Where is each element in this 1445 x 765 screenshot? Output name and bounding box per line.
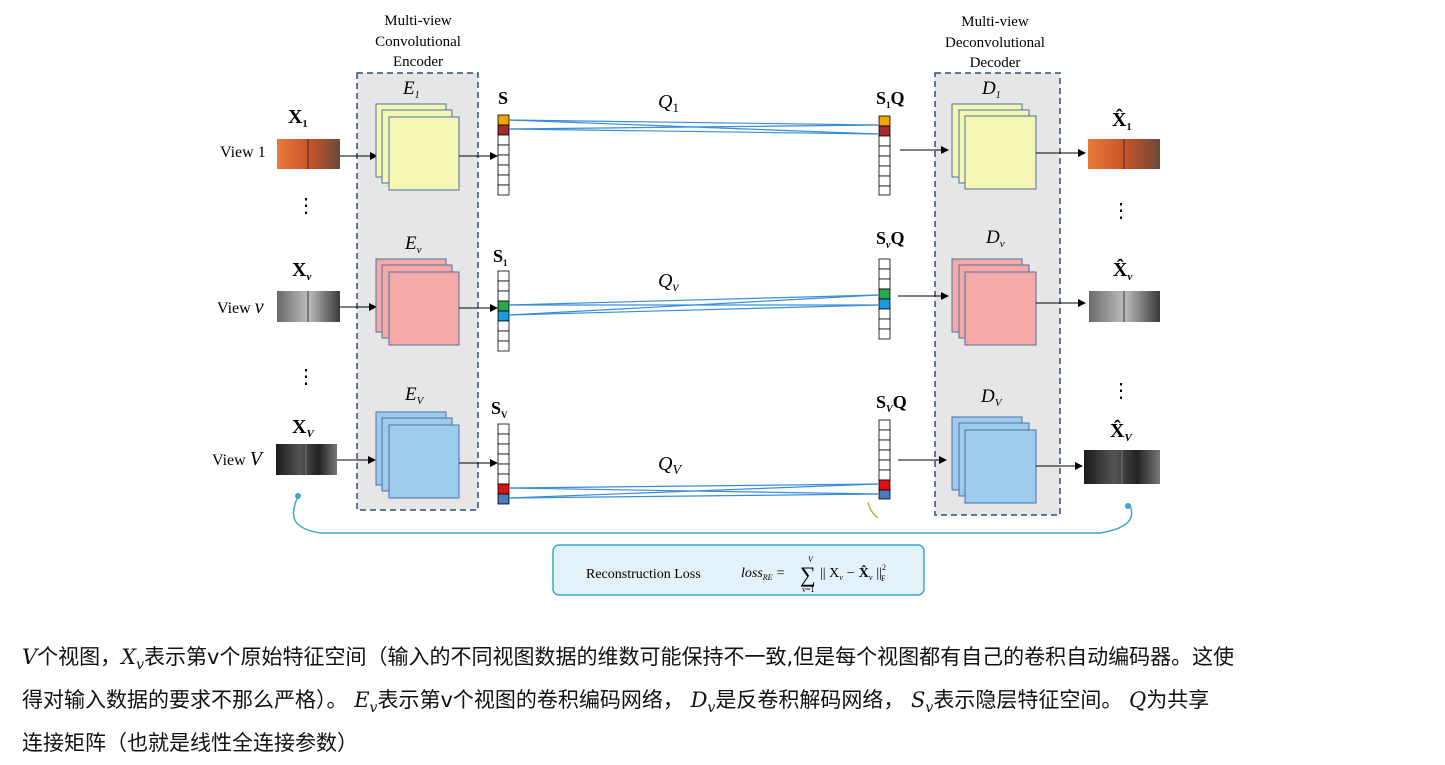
encoder-title-line2: Convolutional	[375, 34, 461, 50]
decoder-dV-label: DV	[980, 386, 1003, 409]
loss-formula: lossRE=	[741, 566, 785, 582]
s-label-row1: S	[498, 88, 508, 108]
connections-row2	[508, 294, 879, 316]
encoder-title-line1: Multi-view	[384, 13, 452, 29]
decoder-title-line1: Multi-view	[961, 14, 1029, 30]
sum-upper: V	[808, 555, 814, 564]
decoder-dv-label: Dv	[985, 227, 1005, 250]
latent-vector-sqV	[878, 419, 891, 500]
qv-label: Qv	[658, 270, 679, 295]
caption-text: 是反卷积解码网络，	[715, 688, 905, 712]
caption-paragraph: V个视图，Xv表示第v个原始特征空间（输入的不同视图数据的维数可能保持不一致,但…	[22, 636, 1432, 765]
input-xv-label: Xv	[292, 259, 311, 283]
sum-lower: v=1	[802, 585, 815, 594]
decoder-title-line3: Decoder	[970, 55, 1021, 71]
caption-line-3: 连接矩阵（也就是线性全连接参数）	[22, 731, 358, 755]
input-xV-label: XV	[292, 416, 315, 440]
q1-label: Q1	[658, 91, 679, 115]
encoder-e1-block	[375, 103, 460, 191]
latent-vector-sv	[497, 270, 510, 352]
output-x1-label: X̂1	[1112, 107, 1131, 133]
encoder-title-line3: Encoder	[393, 54, 443, 70]
caption-symbol-Xv: Xv	[121, 645, 145, 674]
sq-label-row2: SvQ	[876, 228, 904, 251]
latent-vector-s1	[497, 114, 510, 196]
encoder-ev-block	[375, 258, 460, 346]
qV-label: QV	[658, 453, 682, 478]
sq-label-row3: SVQ	[876, 392, 907, 415]
loss-connector	[292, 495, 1133, 534]
ellipsis-left-1: ⋮	[296, 195, 316, 217]
connections-row1	[508, 119, 879, 135]
caption-symbol-Sv: Sv	[911, 688, 934, 717]
input-x1-label: X1	[288, 106, 307, 130]
latent-vector-sqv	[878, 258, 891, 340]
caption-symbol-V: V	[22, 645, 38, 669]
caption-symbol-Dv: Dv	[690, 688, 716, 717]
caption-text: 个视图，	[37, 645, 122, 669]
decoder-title-line2: Deconvolutional	[945, 35, 1045, 51]
decoder-d1-block	[951, 103, 1037, 190]
encoder-eV-label: EV	[404, 384, 425, 407]
decoder-dV-block	[951, 416, 1037, 504]
encoder-ev-label: Ev	[404, 233, 422, 256]
ellipsis-right-2: ⋮	[1111, 380, 1131, 402]
latent-vector-sV	[497, 423, 510, 505]
caption-text: 表示第v个原始特征空间（输入的不同视图数据的维数可能保持不一致,但是每个视图都有…	[144, 645, 1235, 669]
ellipsis-left-2: ⋮	[296, 366, 316, 388]
sum-symbol: ∑	[800, 562, 816, 587]
s-label-row2: S1	[493, 246, 508, 268]
connections-row3	[508, 483, 879, 499]
caption-text: 表示第v个视图的卷积编码网络，	[377, 688, 684, 712]
sq-label-row1: S1Q	[876, 88, 905, 110]
multi-view-autoencoder-diagram: Multi-view Convolutional Encoder Multi-v…	[212, 13, 1160, 596]
output-xv-label: X̂v	[1113, 257, 1132, 283]
caption-text: 表示隐层特征空间。	[933, 688, 1123, 712]
s-label-row3: SV	[491, 398, 508, 420]
encoder-eV-block	[375, 411, 460, 499]
caption-text: 为共享	[1146, 688, 1210, 712]
decoder-d1-label: D1	[981, 78, 1001, 101]
latent-vector-sq1	[878, 115, 891, 196]
encoder-e1-label: E1	[402, 78, 420, 101]
ellipsis-right-1: ⋮	[1111, 200, 1131, 222]
caption-text: 得对输入数据的要求不那么严格）。	[22, 688, 355, 712]
output-xV-label: X̂V	[1110, 418, 1133, 444]
caption-symbol-Q: Q	[1129, 688, 1147, 712]
caption-symbol-Ev: Ev	[354, 688, 378, 717]
decoder-dv-block	[951, 258, 1037, 346]
caption-line-2: 得对输入数据的要求不那么严格）。 Ev表示第v个视图的卷积编码网络， Dv是反卷…	[22, 679, 1432, 722]
reconstruction-loss-label: Reconstruction Loss	[586, 567, 701, 582]
reconstruction-loss-box	[552, 544, 925, 596]
caption-line-1: V个视图，Xv表示第v个原始特征空间（输入的不同视图数据的维数可能保持不一致,但…	[22, 636, 1432, 679]
